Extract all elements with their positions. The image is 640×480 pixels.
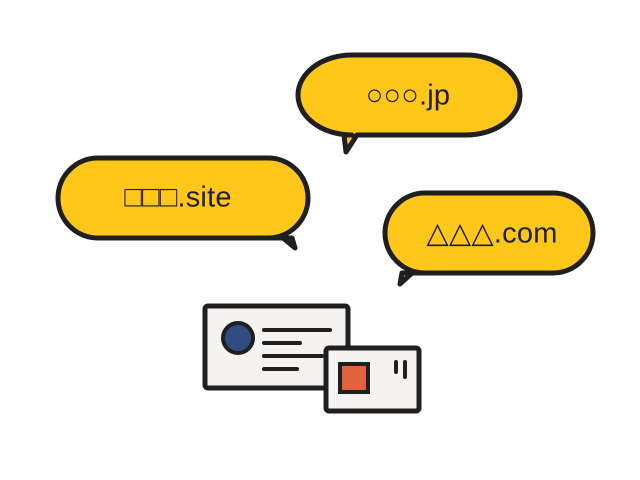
speech-bubble-com	[382, 190, 596, 287]
avatar-circle-icon	[221, 321, 255, 355]
domain-label-jp: ○○○.jp	[365, 79, 451, 112]
speech-bubble-site	[55, 155, 311, 251]
business-cards-icon	[202, 303, 422, 414]
domain-label-com: △△△.com	[426, 217, 558, 250]
domain-label-site: □□□.site	[124, 181, 232, 214]
stamp-square-icon	[338, 362, 370, 394]
speech-bubble-jp	[295, 52, 523, 155]
